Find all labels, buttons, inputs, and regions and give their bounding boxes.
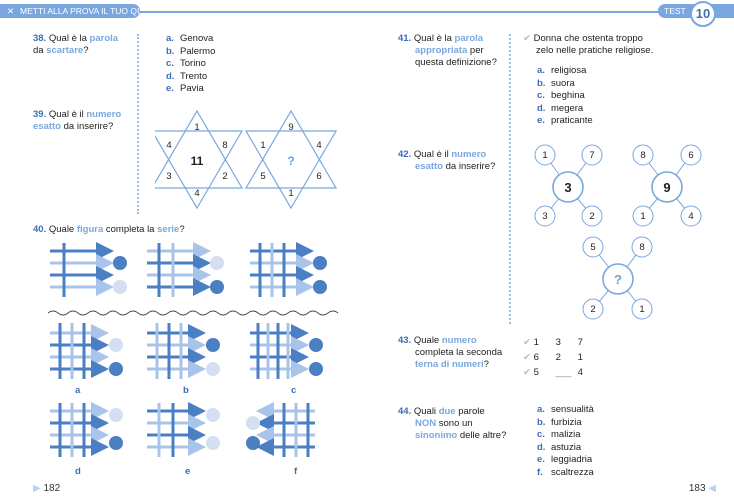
- label-a: a: [75, 385, 81, 396]
- star1-lr: 2: [222, 171, 227, 182]
- header-line-right: [370, 11, 660, 13]
- option: b.Palermo: [166, 45, 216, 57]
- header-tab-left: ✕ METTI ALLA PROVA IL TUO QI: [0, 4, 140, 18]
- answer-d: [50, 402, 123, 457]
- star1-top: 1: [194, 122, 199, 133]
- check-icon: ✔: [523, 33, 531, 44]
- question-44: 44. Quali due parole NON sono un sinonim…: [398, 406, 507, 441]
- g3-tl: 5: [590, 242, 595, 253]
- number-graphs: 1 7 3 2 3 8 6 1 4 9 5 8 2 1 ?: [534, 144, 702, 320]
- g3-tr: 8: [639, 242, 644, 253]
- question-38: 38. Qual è la parola da scartare?: [33, 33, 119, 56]
- option: d.megera: [537, 102, 584, 114]
- option: e.Pavia: [166, 83, 204, 94]
- page-number-right: 183 ◀: [688, 483, 716, 494]
- answer-e: [147, 402, 220, 457]
- option: b.suora: [537, 77, 575, 89]
- test-number-badge: 10: [690, 1, 716, 27]
- star2-top: 9: [288, 122, 293, 133]
- label-f: f: [294, 466, 298, 477]
- q38-options: a.Genova b.Palermo c.Torino d.Trento e.P…: [166, 33, 215, 96]
- wavy-divider: [47, 310, 339, 316]
- option: a.Genova: [166, 33, 214, 44]
- figure-3: [250, 242, 327, 297]
- check-icon: ✔: [523, 352, 531, 363]
- sequence-row: [50, 242, 327, 297]
- check-icon: ✔: [523, 367, 531, 378]
- star1-center: 11: [191, 154, 204, 168]
- answer-c: [250, 323, 323, 379]
- label-c: c: [291, 385, 297, 396]
- g2-tl: 8: [640, 150, 645, 161]
- star-figures: 1 4 8 11 3 2 4 9 1 4 ? 5 6 1: [155, 109, 338, 210]
- option: d.astuzia: [537, 441, 582, 453]
- g2-tr: 6: [688, 150, 693, 161]
- star1-ur: 8: [222, 140, 227, 151]
- label-b: b: [183, 385, 189, 396]
- star2-ur: 4: [316, 140, 321, 151]
- g2-center: 9: [663, 180, 670, 195]
- option: e.praticante: [537, 115, 593, 126]
- g2-bl: 1: [640, 211, 645, 222]
- answer-f: [246, 402, 315, 457]
- star2-center: ?: [287, 154, 294, 168]
- header-title: METTI ALLA PROVA IL TUO QI: [20, 6, 140, 16]
- option: c.malizia: [537, 429, 581, 440]
- g2-br: 4: [688, 211, 693, 222]
- q41-options: a.religiosa b.suora c.beghina d.megera e…: [537, 65, 593, 128]
- triangle-left-icon: ◀: [708, 483, 716, 494]
- question-43: 43. Quale numero completa la seconda ter…: [398, 335, 503, 370]
- option: b.furbizia: [537, 416, 582, 428]
- divider-dotted: [509, 34, 511, 324]
- star1-ul: 4: [166, 140, 171, 151]
- option: a.religiosa: [537, 65, 587, 76]
- answer-a: [50, 323, 123, 379]
- g3-center: ?: [614, 272, 622, 287]
- question-40: 40. Quale figura completa la serie?: [33, 224, 185, 235]
- label-e: e: [185, 466, 191, 477]
- q41-definition: ✔ Donna che ostenta troppo zelo nelle pr…: [523, 33, 654, 56]
- question-41: 41. Qual è la parola appropriata per que…: [398, 33, 497, 68]
- g3-br: 1: [639, 304, 644, 315]
- star2-bottom: 1: [288, 188, 293, 199]
- question-42: 42. Qual è il numero esatto da inserire?: [398, 149, 496, 172]
- label-d: d: [75, 466, 81, 477]
- g1-tl: 1: [542, 150, 547, 161]
- g1-br: 2: [589, 211, 594, 222]
- test-label: TEST: [664, 6, 686, 16]
- star2-ll: 5: [260, 171, 265, 182]
- g1-bl: 3: [542, 211, 547, 222]
- g1-center: 3: [564, 180, 571, 195]
- star2-ul: 1: [260, 140, 265, 151]
- answer-b: [147, 323, 220, 379]
- star1-bottom: 4: [194, 188, 199, 199]
- divider-dotted: [137, 34, 139, 214]
- option: d.Trento: [166, 70, 208, 82]
- check-icon: ✔: [523, 337, 531, 348]
- header-line-left: [140, 11, 380, 13]
- q44-options: a.sensualità b.furbizia c.malizia d.astu…: [537, 404, 594, 479]
- option: c.beghina: [537, 90, 585, 101]
- option: f.scaltrezza: [537, 466, 594, 478]
- q40-figures: [47, 242, 339, 457]
- option: a.sensualità: [537, 404, 594, 415]
- page-number-left: ▶ 182: [33, 483, 61, 494]
- star2-lr: 6: [316, 171, 321, 182]
- option: c.Torino: [166, 58, 206, 69]
- question-39: 39. Qual è il numero esatto da inserire?: [33, 109, 122, 132]
- option: e.leggiadria: [537, 454, 593, 465]
- close-icon: ✕: [7, 6, 15, 16]
- number-row: ✔ 5___4: [523, 367, 583, 378]
- figure-1: [50, 242, 127, 297]
- g1-tr: 7: [589, 150, 594, 161]
- g3-bl: 2: [590, 304, 595, 315]
- figure-2: [147, 242, 224, 297]
- triangle-right-icon: ▶: [33, 483, 41, 494]
- star1-ll: 3: [166, 171, 171, 182]
